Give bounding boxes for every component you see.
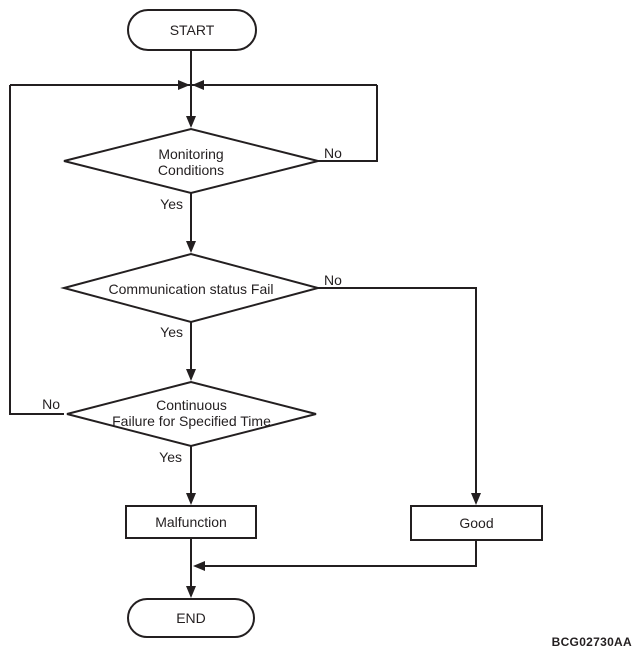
monitoring-label-line1: Monitoring <box>158 146 224 162</box>
malfunction-node-label: Malfunction <box>126 506 256 538</box>
monitoring-no-label: No <box>324 145 342 161</box>
good-node-label: Good <box>411 506 542 540</box>
monitoring-yes-label: Yes <box>160 196 183 212</box>
start-label-text: START <box>169 22 215 38</box>
communication-label-text: Communication status Fail <box>108 281 274 297</box>
communication-no-label: No <box>324 272 342 288</box>
good-label-text: Good <box>459 515 494 531</box>
monitoring-decision-shape <box>63 127 319 195</box>
communication-decision-label: Communication status Fail <box>64 281 318 297</box>
continuous-yes-label: Yes <box>159 449 182 465</box>
end-node-label: END <box>128 599 254 637</box>
edge-left-feedback-loop <box>9 85 64 415</box>
end-node-shape <box>127 598 255 638</box>
arrowhead-into-continuous <box>186 369 196 381</box>
arrowhead-into-malfunction <box>186 493 196 505</box>
continuous-label-line2: Failure for Specified Time <box>112 413 271 429</box>
arrowhead-into-end <box>186 586 196 598</box>
continuous-no-label: No <box>42 396 60 412</box>
start-node-shape <box>127 9 257 51</box>
arrowhead-into-monitoring <box>186 116 196 128</box>
malfunction-node-shape <box>125 505 257 539</box>
arrowhead-merge-before-end <box>193 561 205 571</box>
edge-monitoring-no-loop <box>318 85 378 162</box>
edge-communication-no-to-good <box>318 287 477 495</box>
arrowhead-into-good <box>471 493 481 505</box>
figure-code-label: BCG02730AA <box>551 635 632 649</box>
good-node-shape <box>410 505 543 541</box>
end-label-text: END <box>176 610 206 626</box>
communication-yes-label: Yes <box>160 324 183 340</box>
malfunction-label-text: Malfunction <box>155 514 227 530</box>
continuous-decision-label: Continuous Failure for Specified Time <box>67 397 316 429</box>
arrowhead-into-communication <box>186 241 196 253</box>
continuous-decision-shape <box>66 380 317 448</box>
edge-good-to-merge <box>205 540 477 567</box>
continuous-label-line1: Continuous <box>156 397 227 413</box>
monitoring-label-line2: Conditions <box>157 162 225 178</box>
arrowhead-merge-from-right <box>192 80 204 90</box>
arrowhead-merge-from-left <box>178 80 190 90</box>
communication-decision-shape <box>60 252 322 324</box>
start-node-label: START <box>128 10 256 50</box>
monitoring-decision-label: Monitoring Conditions <box>64 146 318 178</box>
